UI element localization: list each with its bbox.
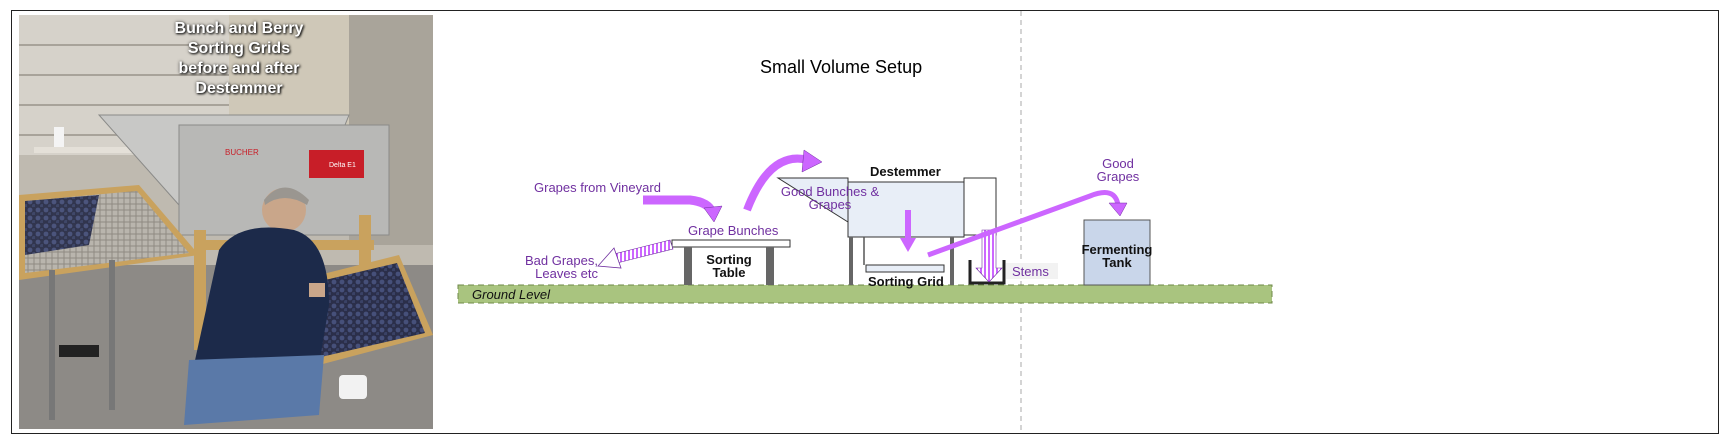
machine-model-text: Delta E1	[329, 162, 356, 169]
label-destemmer: Destemmer	[870, 164, 941, 179]
label-stems: Stems	[1012, 264, 1049, 279]
diagram-title: Small Volume Setup	[760, 57, 923, 77]
photo-caption: Bunch and Berry Sorting Grids before and…	[174, 20, 304, 97]
label-good-grapes: Good Grapes	[1096, 156, 1140, 184]
label-bad-grapes: Bad Grapes, Leaves etc	[525, 253, 598, 281]
label-ground-level: Ground Level	[472, 287, 551, 302]
label-good-bunches: Good Bunches & Grapes	[780, 184, 880, 212]
destemmer-photo: BUCHER Delta E1 Bunch and Berry Sorting …	[19, 15, 433, 429]
label-grapes-from-vineyard: Grapes from Vineyard	[534, 180, 661, 195]
machine-brand-text: BUCHER	[225, 148, 259, 157]
label-fermenting-tank: Fermenting Tank	[1081, 242, 1153, 270]
label-sorting-table: Sorting Table	[706, 252, 752, 280]
outer-frame	[11, 10, 1719, 434]
label-grape-bunches: Grape Bunches	[688, 223, 779, 238]
label-sorting-grid: Sorting Grid	[868, 274, 944, 289]
